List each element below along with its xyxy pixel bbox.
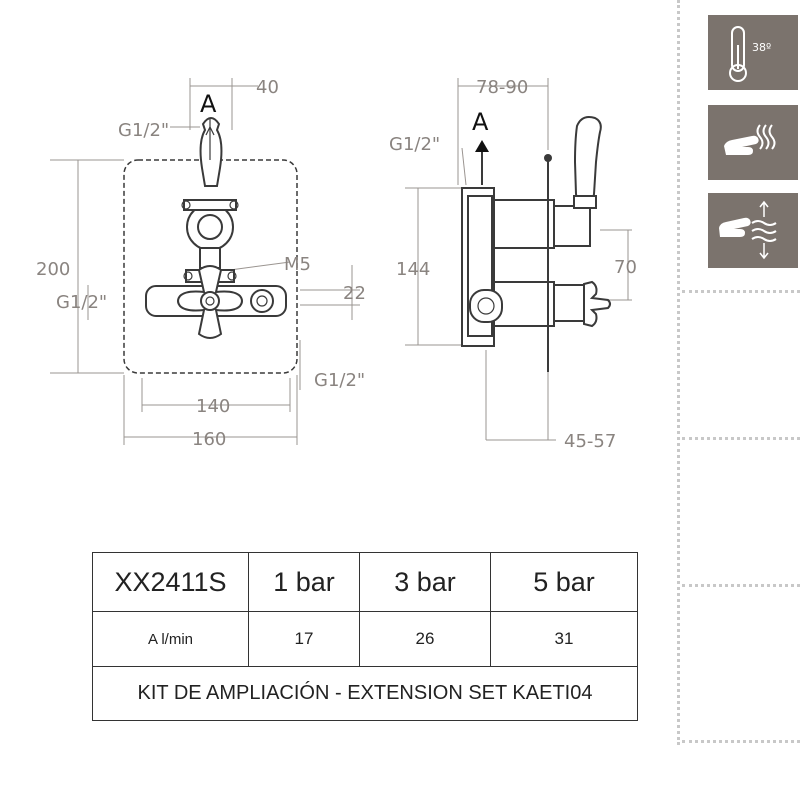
dotted-rule-4 [682,740,800,743]
dim-200: 200 [36,259,70,280]
thermometer-icon: 38º [708,15,798,90]
dim-70: 70 [614,257,637,278]
dim-160: 160 [192,429,226,450]
flow-value-cell: 26 [359,611,491,667]
dotted-rule-3 [682,584,800,587]
top-handle [199,117,223,187]
arrow-a-label: A [200,90,217,118]
upper-cartridge [493,199,555,249]
dim-78-90: 78-90 [476,77,528,98]
side-view: A 78-90 G1/2" 144 70 45-57 [389,77,637,452]
flow-label-cell: A l/min [92,611,249,667]
dim-140: 140 [196,396,230,417]
thread-bottom-label: G1/2" [314,370,365,391]
table-row: A l/min 17 26 31 [92,611,638,667]
flow-value-cell: 17 [248,611,360,667]
pressure-header: 3 bar [359,552,491,612]
dim-45-57: 45-57 [564,431,616,452]
side-cross-handle [583,280,611,328]
dotted-rule-1 [682,290,800,293]
side-top-handle [573,116,602,204]
thread-top-label: G1/2" [118,120,169,141]
side-thread-top-label: G1/2" [389,134,440,155]
thread-left-label: G1/2" [56,292,107,313]
dim-144: 144 [396,259,430,280]
temperature-label: 38º [752,41,771,54]
table-row: KIT DE AMPLIACIÓN - EXTENSION SET KAETI0… [92,666,638,721]
hand-water-flow-icon [708,193,798,268]
pressure-header: 5 bar [490,552,638,612]
dim-22: 22 [343,283,366,304]
flow-value-cell: 31 [490,611,638,667]
front-view: A 40 G1/2" 200 G1/2" M5 22 G1/2" 140 160 [36,77,366,450]
extension-set-footer: KIT DE AMPLIACIÓN - EXTENSION SET KAETI0… [92,666,638,721]
right-dotted-divider [677,0,680,745]
model-cell: XX2411S [92,552,249,612]
dim-40: 40 [256,77,279,98]
table-row: XX2411S 1 bar 3 bar 5 bar [92,552,638,612]
screw-m5-label: M5 [284,254,311,275]
side-arrow-a-label: A [472,108,489,136]
dotted-rule-2 [682,437,800,440]
pressure-header: 1 bar [248,552,360,612]
hand-heat-icon [708,105,798,180]
flow-spec-table: XX2411S 1 bar 3 bar 5 bar A l/min 17 26 … [92,552,638,721]
